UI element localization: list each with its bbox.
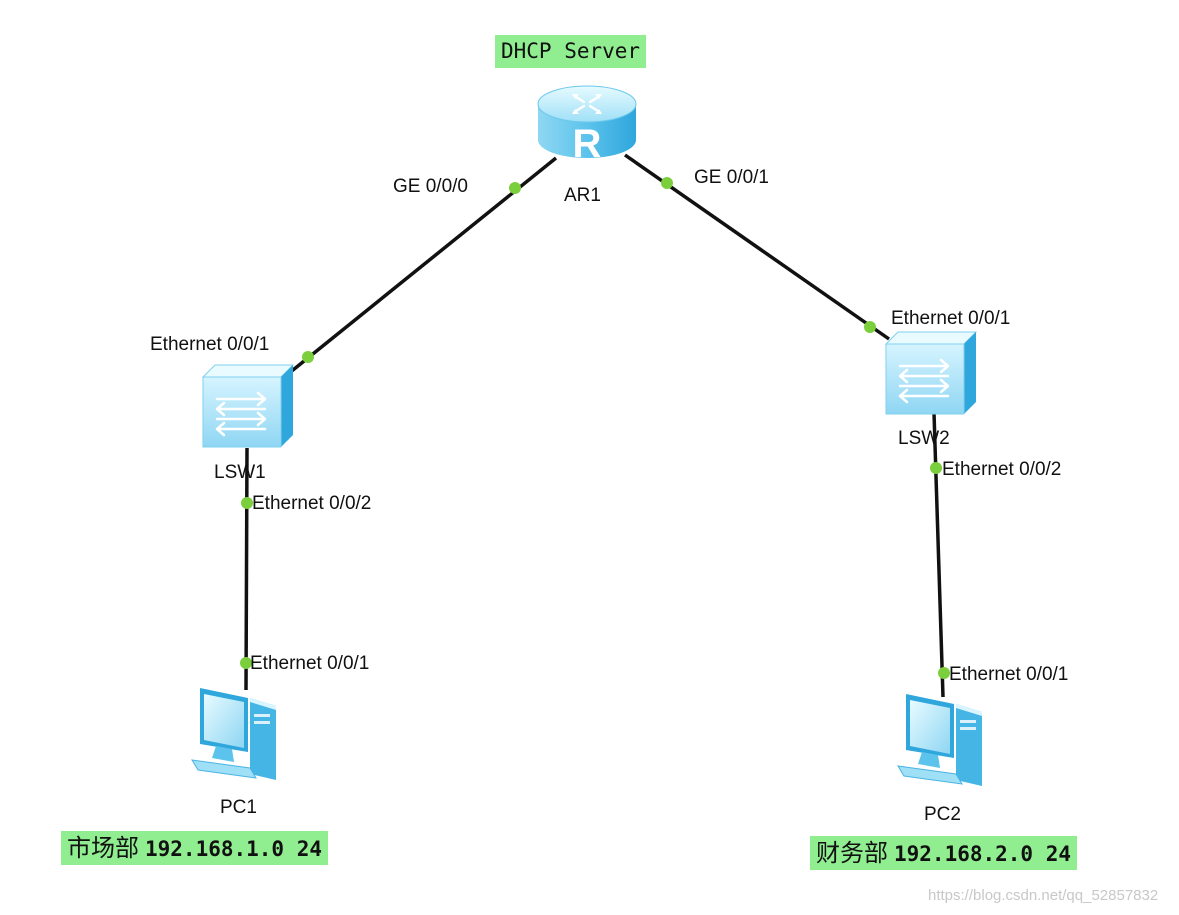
- pc-name-pc2: PC2: [924, 804, 961, 825]
- switch-name-lsw2: LSW2: [898, 428, 950, 449]
- switch-icon[interactable]: [201, 364, 295, 448]
- port-dot-lsw2-e2: [930, 462, 942, 474]
- port-label-lsw2-e2: Ethernet 0/0/2: [942, 459, 1062, 480]
- pc-icon[interactable]: [191, 688, 276, 780]
- link-lsw1-pc1[interactable]: [244, 447, 249, 691]
- pc-icon[interactable]: [897, 694, 982, 786]
- port-dot-lsw1-e2: [241, 497, 253, 509]
- switch-icon[interactable]: [884, 331, 978, 415]
- port-label-lsw2-e1: Ethernet 0/0/1: [891, 308, 1011, 329]
- port-label-ar1-g0: GE 0/0/0: [393, 176, 468, 197]
- router-name-ar1: AR1: [564, 185, 601, 206]
- svg-text:R: R: [573, 122, 602, 166]
- department-name: 财务部: [816, 839, 888, 867]
- port-dot-lsw1-e1: [302, 351, 314, 363]
- port-label-ar1-g1: GE 0/0/1: [694, 167, 769, 188]
- dhcp-server-note-text: DHCP Server: [501, 39, 641, 63]
- router-icon[interactable]: R: [537, 85, 637, 166]
- dhcp-server-note: DHCP Server: [495, 35, 647, 68]
- port-dot-lsw2-e1: [864, 321, 876, 333]
- links: [244, 153, 945, 698]
- subnet-address: 192.168.2.0 24: [894, 842, 1072, 866]
- port-label-pc2-e1: Ethernet 0/0/1: [949, 664, 1069, 685]
- port-dot-pc1-e1: [240, 657, 252, 669]
- link-ar1-lsw1[interactable]: [286, 156, 558, 376]
- link-lsw2-pc2[interactable]: [932, 412, 945, 698]
- watermark-text: https://blog.csdn.net/qq_52857832: [928, 887, 1159, 904]
- port-label-lsw1-e1: Ethernet 0/0/1: [150, 334, 270, 355]
- port-dots: [240, 177, 950, 679]
- switch-name-lsw1: LSW1: [214, 462, 266, 483]
- department-name: 市场部: [67, 834, 139, 862]
- port-label-lsw1-e2: Ethernet 0/0/2: [252, 493, 372, 514]
- port-dot-pc2-e1: [938, 667, 950, 679]
- port-dot-ar1-g0: [509, 182, 521, 194]
- pc-name-pc1: PC1: [220, 797, 257, 818]
- subnet-address: 192.168.1.0 24: [145, 837, 323, 861]
- port-dot-ar1-g1: [661, 177, 673, 189]
- port-label-pc1-e1: Ethernet 0/0/1: [250, 653, 370, 674]
